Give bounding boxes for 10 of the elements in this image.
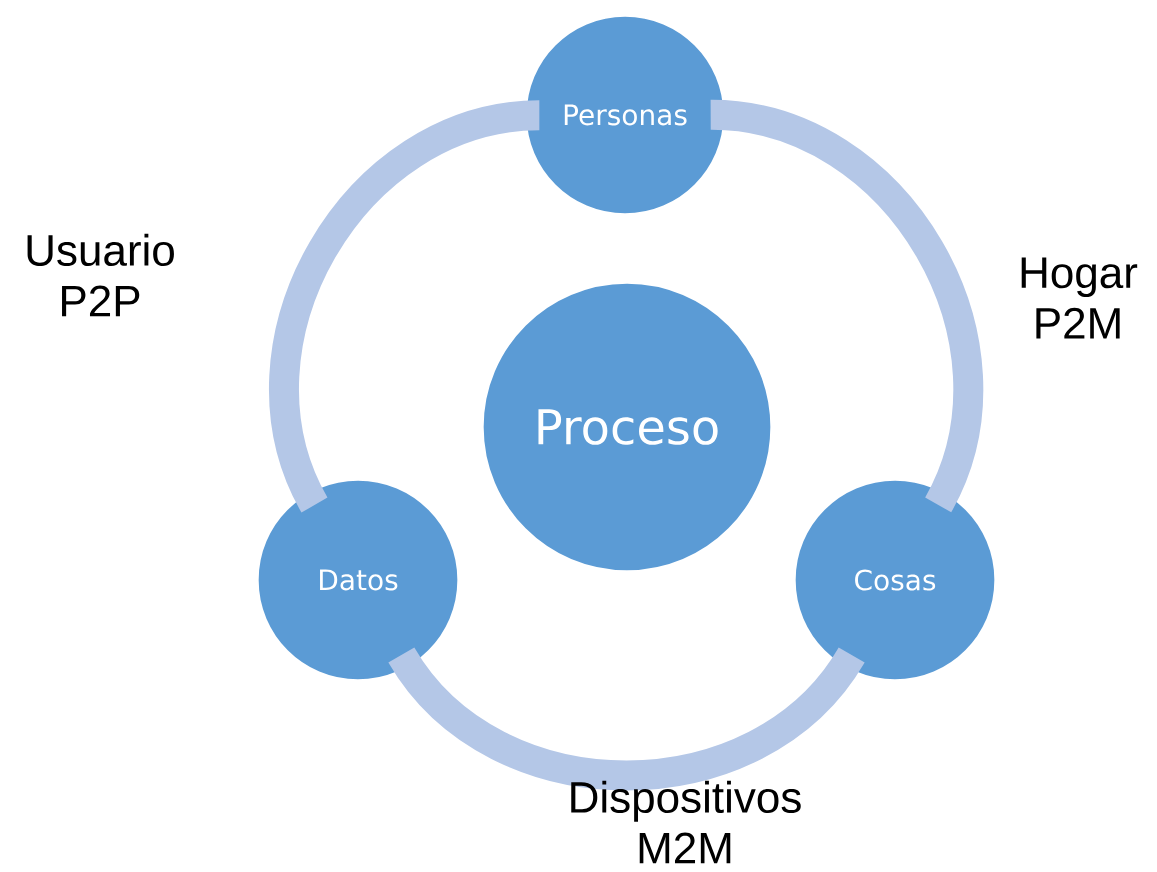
circle-node: Proceso	[480, 280, 774, 574]
ring-arc	[389, 646, 864, 791]
ring-arc	[709, 99, 983, 511]
side-label: Dispositivos M2M	[571, 780, 801, 864]
ring-arc	[269, 100, 541, 512]
circle-node: Personas	[523, 13, 727, 217]
circle-node: Cosas	[792, 477, 998, 683]
side-label: Usuario P2P	[27, 233, 174, 317]
circle-node: Datos	[255, 477, 461, 683]
side-label: Hogar P2M	[1021, 257, 1138, 339]
